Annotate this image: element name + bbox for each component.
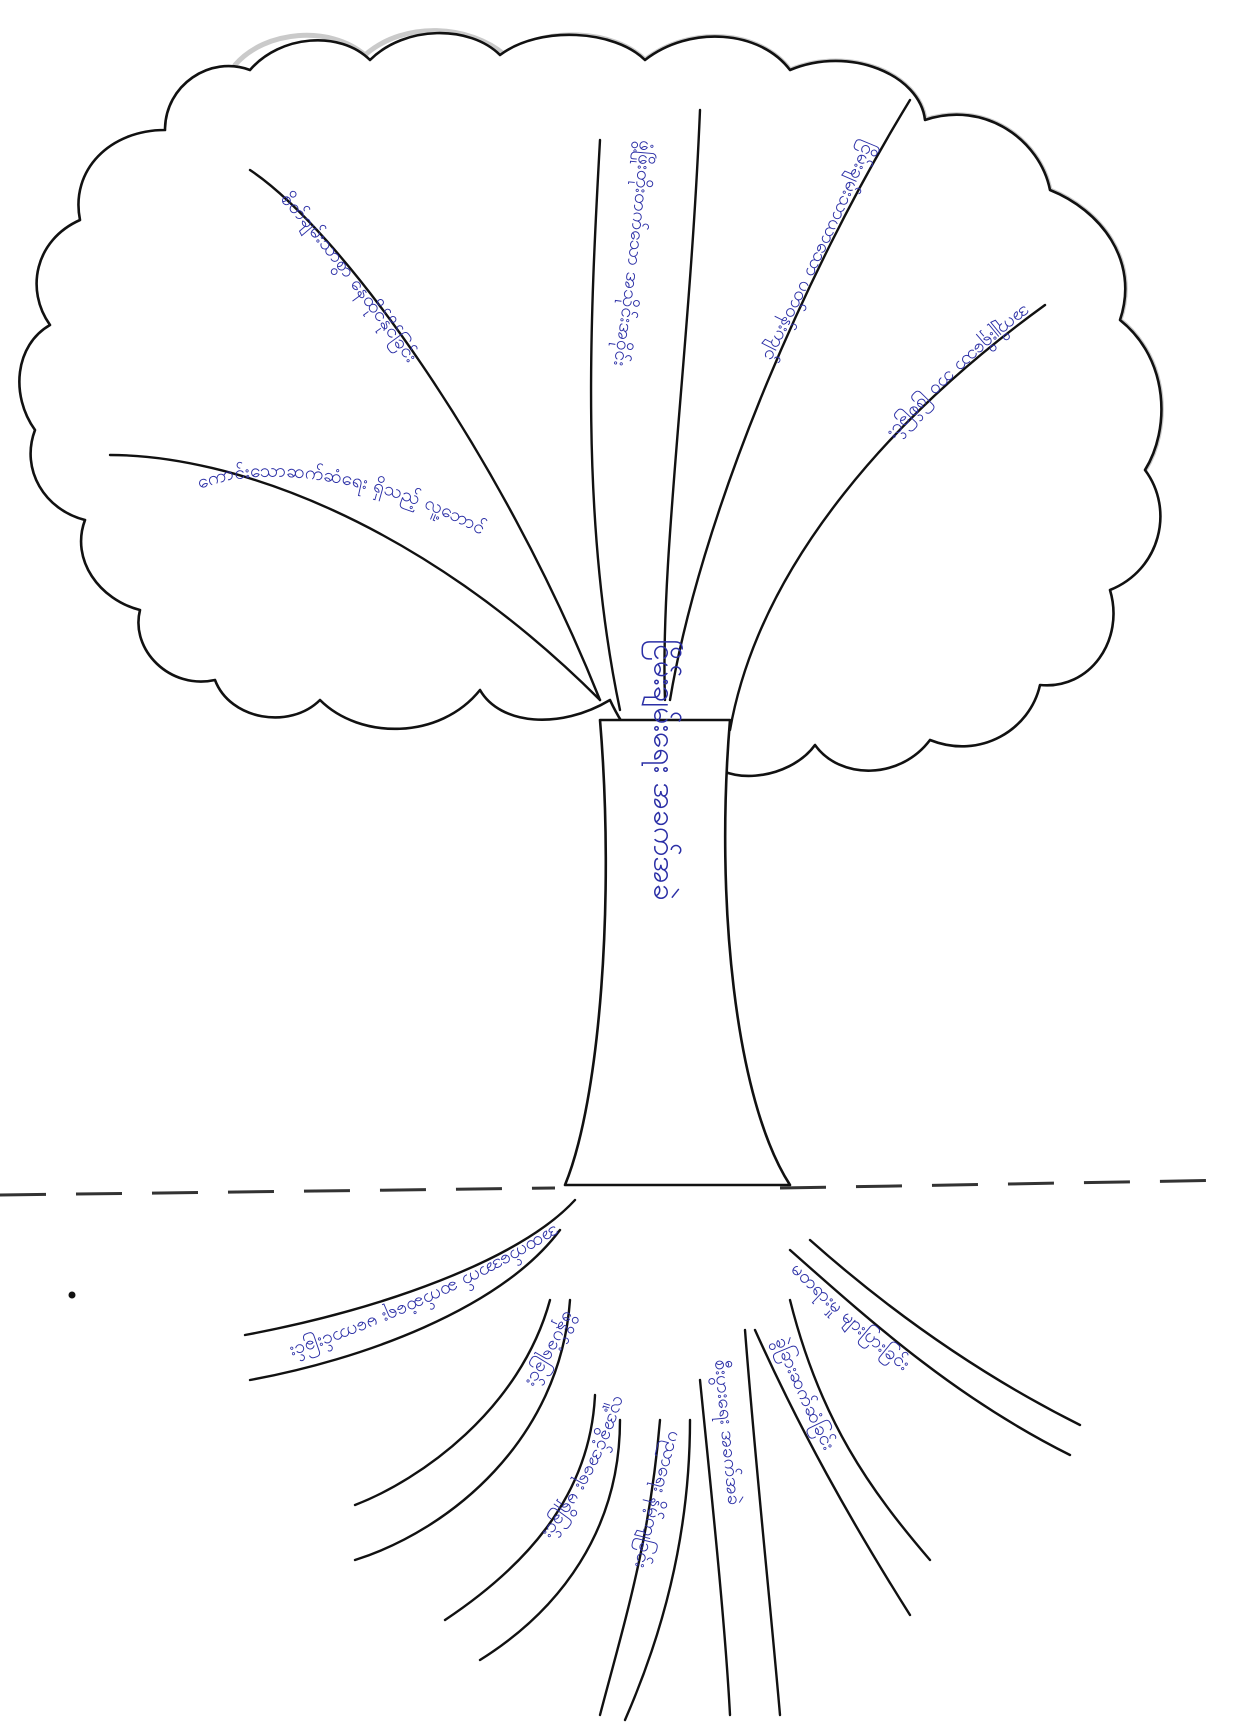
root-label: အထက်အောက် ဆက်ဆံရေး မကောင်းခြင်း xyxy=(287,1221,564,1365)
root-line xyxy=(755,1330,910,1615)
trunk-label: ငြိမ်းချမ်းရေး အခက်အခဲ xyxy=(641,639,684,901)
root-label: လူ့အခွင့်အရေး မရှိခြင်း xyxy=(538,1392,631,1544)
root-label: ခွဲခြားဆက်ဆံခြင်း xyxy=(767,1334,841,1454)
root-line xyxy=(790,1250,1070,1455)
root-label: စီးပွားရေး အခက်အခဲ xyxy=(707,1358,745,1506)
ink-dot xyxy=(69,1292,76,1299)
root-line xyxy=(745,1330,780,1715)
root-line xyxy=(355,1300,570,1560)
root-line xyxy=(355,1300,550,1505)
